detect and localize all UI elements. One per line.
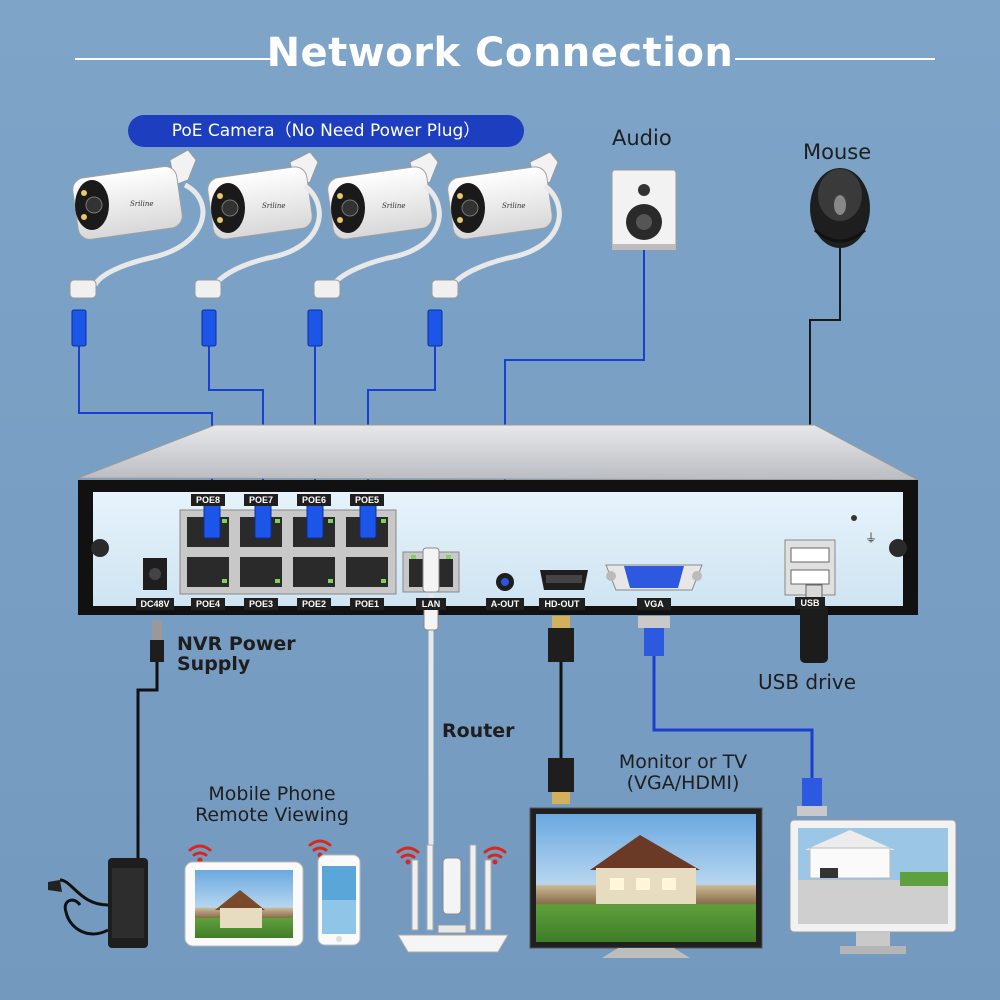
wifi-icon <box>188 839 507 859</box>
camera-3: Sriline <box>313 151 442 299</box>
port-label-lan-bg <box>416 598 446 610</box>
vga-cable <box>638 616 827 816</box>
lan-cable <box>423 594 439 860</box>
monitor-icon <box>789 819 957 954</box>
camera-rj45-plugs <box>71 309 443 347</box>
mouse-cable <box>809 248 841 480</box>
port-label-top-4: POE5 <box>355 495 379 505</box>
port-label-top-2-bg <box>244 494 278 506</box>
port-label-bottom-1: POE4 <box>196 599 220 609</box>
svg-text:⏚: ⏚ <box>865 531 877 545</box>
port-label-lan: LAN <box>422 599 441 609</box>
audio-label: Audio <box>612 126 672 150</box>
monitor-icon <box>529 807 763 958</box>
hdmi-cable <box>548 616 574 804</box>
port-label-bottom-2-bg <box>244 598 278 610</box>
camera-brand: Sriline <box>502 202 526 210</box>
camera-icon: Sriline <box>207 151 319 240</box>
port-label-top-1-bg <box>191 494 225 506</box>
power-adapter-icon <box>48 858 148 948</box>
camera-brand: Sriline <box>382 202 406 210</box>
usb-drive-icon <box>800 584 828 663</box>
camera-brand: Sriline <box>262 202 286 210</box>
speaker-icon <box>611 169 677 251</box>
port-label-bottom-1-bg <box>191 598 225 610</box>
camera-4: Sriline <box>431 151 562 299</box>
port-label-top-3: POE6 <box>302 495 326 505</box>
camera-brand: Sriline <box>130 200 154 208</box>
usb-drive-label: USB drive <box>758 670 857 694</box>
poe-camera-label: PoE Camera（No Need Power Plug） <box>128 115 524 147</box>
port-label-usb-bg <box>795 597 825 609</box>
port-label-top-3-bg <box>297 494 331 506</box>
router-icon <box>397 844 509 953</box>
port-label-bottom-2: POE3 <box>249 599 273 609</box>
port-label-bottom-3-bg <box>297 598 331 610</box>
inserted-rj45-plugs <box>203 497 377 539</box>
port-label-bottom-4-bg <box>350 598 384 610</box>
port-label-top-4-bg <box>350 494 384 506</box>
camera-icon: Sriline <box>72 149 197 240</box>
port-label-hdmi: HD-OUT <box>545 599 580 609</box>
port-label-top-1: POE8 <box>196 495 220 505</box>
camera-1: Sriline <box>69 149 206 299</box>
camera-icon: Sriline <box>447 151 559 240</box>
mobile-label: Mobile Phone Remote Viewing <box>195 783 349 826</box>
page-title: Network Connection <box>266 30 734 76</box>
port-label-hdmi-bg <box>539 598 585 610</box>
camera-icon: Sriline <box>327 151 439 240</box>
port-label-power-bg <box>136 598 174 610</box>
port-label-usb: USB <box>800 598 820 608</box>
nvr-device: ⏚ <box>77 424 919 615</box>
nvr-power-label: NVR Power Supply <box>177 633 296 675</box>
title-rule-left <box>75 58 275 60</box>
phone-icon <box>317 854 361 946</box>
camera-2: Sriline <box>194 151 322 299</box>
port-label-power: DC48V <box>140 599 169 609</box>
mouse-icon <box>810 168 870 248</box>
port-label-vga-bg <box>637 598 671 610</box>
port-label-vga: VGA <box>644 599 664 609</box>
port-label-bottom-3: POE2 <box>302 599 326 609</box>
port-label-audio-out: A-OUT <box>491 599 520 609</box>
tablet-icon <box>184 861 304 947</box>
mouse-label: Mouse <box>803 140 872 164</box>
power-plug-cable <box>136 620 164 860</box>
monitor-label: Monitor or TV (VGA/HDMI) <box>618 751 748 794</box>
port-label-audio-out-bg <box>486 598 524 610</box>
router-label: Router <box>442 720 515 742</box>
title-rule-right <box>735 58 935 60</box>
port-label-bottom-4: POE1 <box>355 599 379 609</box>
port-label-top-2: POE7 <box>249 495 273 505</box>
